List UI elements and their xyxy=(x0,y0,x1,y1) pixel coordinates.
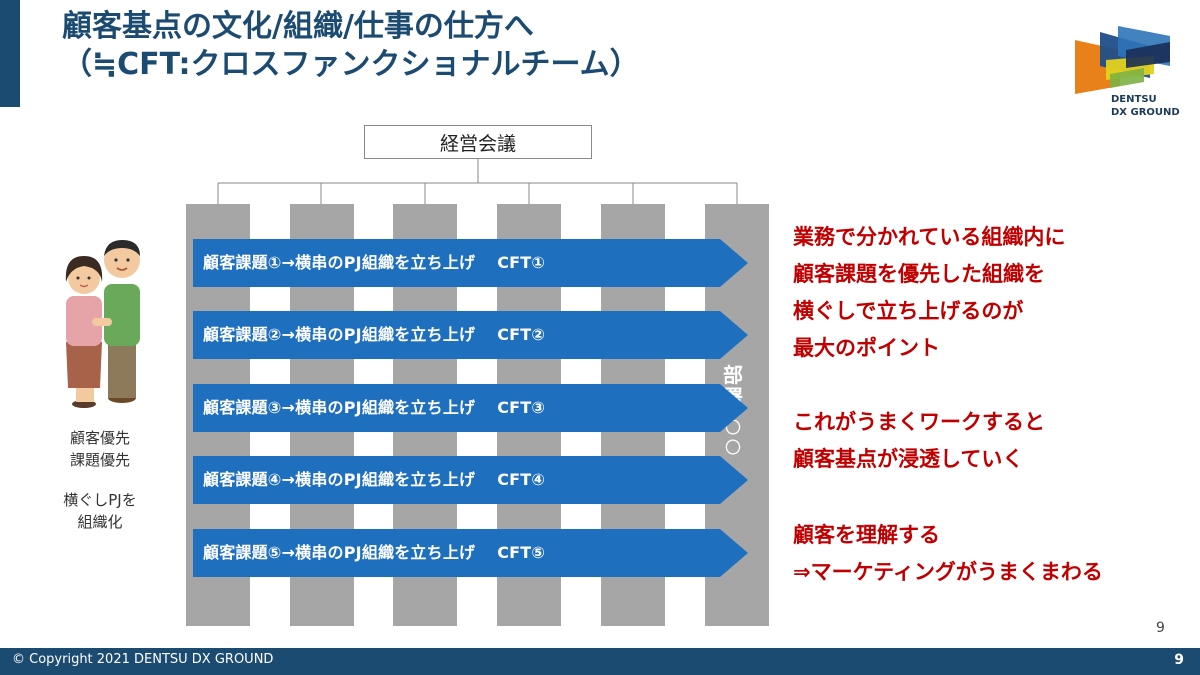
cft-row-text: 顧客課題④→横串のPJ組織を立ち上げ xyxy=(203,470,475,489)
left-caption: 顧客優先 課題優先 横ぐしPJを 組織化 xyxy=(40,427,160,533)
cft-arrow-1: 顧客課題①→横串のPJ組織を立ち上げ CFT① xyxy=(193,239,748,287)
key-point-line: 横ぐしで立ち上げるのが xyxy=(793,293,1065,330)
caption-line-1: 顧客優先 xyxy=(40,427,160,449)
cft-row-tag: CFT① xyxy=(497,253,545,272)
cft-arrow-label: 顧客課題①→横串のPJ組織を立ち上げ CFT① xyxy=(203,239,545,287)
cft-arrow-label: 顧客課題⑤→横串のPJ組織を立ち上げ CFT⑤ xyxy=(203,529,545,577)
key-point-line: ⇒マーケティングがうまくまわる xyxy=(793,554,1103,591)
cft-row-tag: CFT② xyxy=(497,325,545,344)
footer-copyright: © Copyright 2021 DENTSU DX GROUND xyxy=(12,652,273,667)
cft-arrow-label: 顧客課題②→横串のPJ組織を立ち上げ CFT② xyxy=(203,311,545,359)
cft-row-text: 顧客課題⑤→横串のPJ組織を立ち上げ xyxy=(203,543,475,562)
cft-arrow-2: 顧客課題②→横串のPJ組織を立ち上げ CFT② xyxy=(193,311,748,359)
cft-row-tag: CFT⑤ xyxy=(497,543,545,562)
footer-bar: © Copyright 2021 DENTSU DX GROUND 9 xyxy=(0,648,1200,675)
key-point-line: 業務で分かれている組織内に xyxy=(793,219,1065,256)
cft-arrow-3: 顧客課題③→横串のPJ組織を立ち上げ CFT③ xyxy=(193,384,748,432)
key-point-line: 顧客課題を優先した組織を xyxy=(793,256,1065,293)
cft-row-tag: CFT④ xyxy=(497,470,545,489)
cft-arrow-label: 顧客課題③→横串のPJ組織を立ち上げ CFT③ xyxy=(203,384,545,432)
key-point-line: 顧客を理解する xyxy=(793,517,1103,554)
key-point-line: 最大のポイント xyxy=(793,330,1065,367)
caption-line-4: 組織化 xyxy=(40,511,160,533)
cft-row-text: 顧客課題①→横串のPJ組織を立ち上げ xyxy=(203,253,475,272)
key-point-line: 顧客基点が浸透していく xyxy=(793,441,1045,478)
cft-row-text: 顧客課題②→横串のPJ組織を立ち上げ xyxy=(203,325,475,344)
cft-row-text: 顧客課題③→横串のPJ組織を立ち上げ xyxy=(203,398,475,417)
caption-line-2: 課題優先 xyxy=(40,449,160,471)
key-point-3: 顧客を理解する ⇒マーケティングがうまくまわる xyxy=(793,517,1103,591)
cft-row-tag: CFT③ xyxy=(497,398,545,417)
key-point-1: 業務で分かれている組織内に 顧客課題を優先した組織を 横ぐしで立ち上げるのが 最… xyxy=(793,219,1065,367)
cft-arrow-label: 顧客課題④→横串のPJ組織を立ち上げ CFT④ xyxy=(203,456,545,504)
customer-couple-illustration xyxy=(56,238,156,414)
cft-arrow-5: 顧客課題⑤→横串のPJ組織を立ち上げ CFT⑤ xyxy=(193,529,748,577)
slide-page-number: 9 xyxy=(1156,620,1165,636)
footer-page-number: 9 xyxy=(1174,652,1184,668)
key-point-line: これがうまくワークすると xyxy=(793,404,1045,441)
key-point-2: これがうまくワークすると 顧客基点が浸透していく xyxy=(793,404,1045,478)
cft-arrow-4: 顧客課題④→横串のPJ組織を立ち上げ CFT④ xyxy=(193,456,748,504)
caption-line-3: 横ぐしPJを xyxy=(40,489,160,511)
